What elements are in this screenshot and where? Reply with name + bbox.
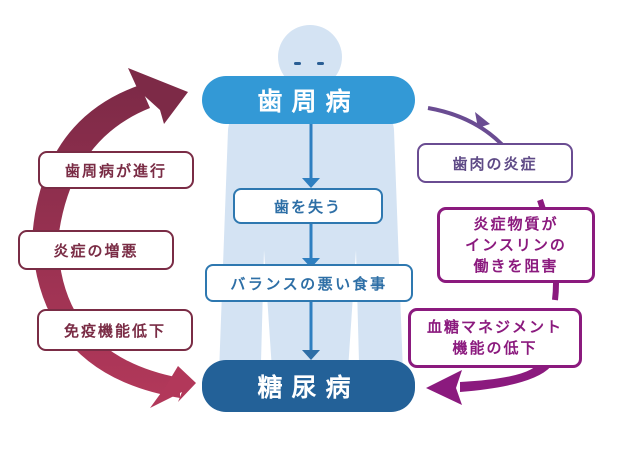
right-eye-icon	[317, 62, 324, 65]
step-tooth-loss: 歯を失う	[233, 188, 383, 224]
left-step-immune-decline-label: 免疫機能低下	[63, 321, 166, 340]
insulin-line-1: 炎症物質が	[473, 214, 559, 233]
left-step-inflammation-worse: 炎症の増悪	[18, 230, 174, 270]
glucose-line-2: 機能の低下	[452, 339, 538, 357]
left-step-progression: 歯周病が進行	[38, 151, 194, 189]
arrow-head-3	[302, 350, 320, 360]
periodontal-disease-pill: 歯周病	[202, 76, 415, 124]
left-step-progression-label: 歯周病が進行	[64, 161, 167, 180]
arrow-head-1	[302, 178, 320, 188]
right-cycle-arrow-head	[426, 370, 462, 405]
periodontal-label: 歯周病	[257, 87, 360, 116]
arrow-head-2	[302, 258, 320, 268]
left-step-inflammation-worse-label: 炎症の増悪	[53, 241, 139, 260]
left-cycle-arrow-head-top	[128, 68, 188, 124]
right-step-gum-inflammation-label: 歯肉の炎症	[452, 154, 538, 173]
glucose-line-1: 血糖マネジメント	[426, 318, 563, 336]
right-cycle-arc-bottom	[460, 360, 555, 392]
head-shape	[278, 25, 342, 89]
left-cycle-arrow-head-bottom	[150, 366, 196, 408]
left-step-immune-decline: 免疫機能低下	[37, 309, 193, 351]
left-eye-icon	[294, 62, 301, 65]
step-unbalanced-diet: バランスの悪い食事	[205, 264, 413, 302]
insulin-line-3: 働きを阻害	[473, 256, 559, 275]
diabetes-pill: 糖尿病	[202, 360, 415, 412]
right-step-glucose-management: 血糖マネジメント 機能の低下	[408, 308, 582, 368]
right-arc-chevron-icon	[475, 112, 490, 128]
insulin-line-2: インスリンの	[465, 235, 567, 254]
step-tooth-loss-label: 歯を失う	[273, 197, 342, 216]
diabetes-label: 糖尿病	[257, 373, 360, 402]
step-unbalanced-diet-label: バランスの悪い食事	[230, 274, 388, 293]
right-step-insulin-inhibition: 炎症物質が インスリンの 働きを阻害	[437, 207, 595, 283]
right-step-gum-inflammation: 歯肉の炎症	[417, 143, 573, 183]
